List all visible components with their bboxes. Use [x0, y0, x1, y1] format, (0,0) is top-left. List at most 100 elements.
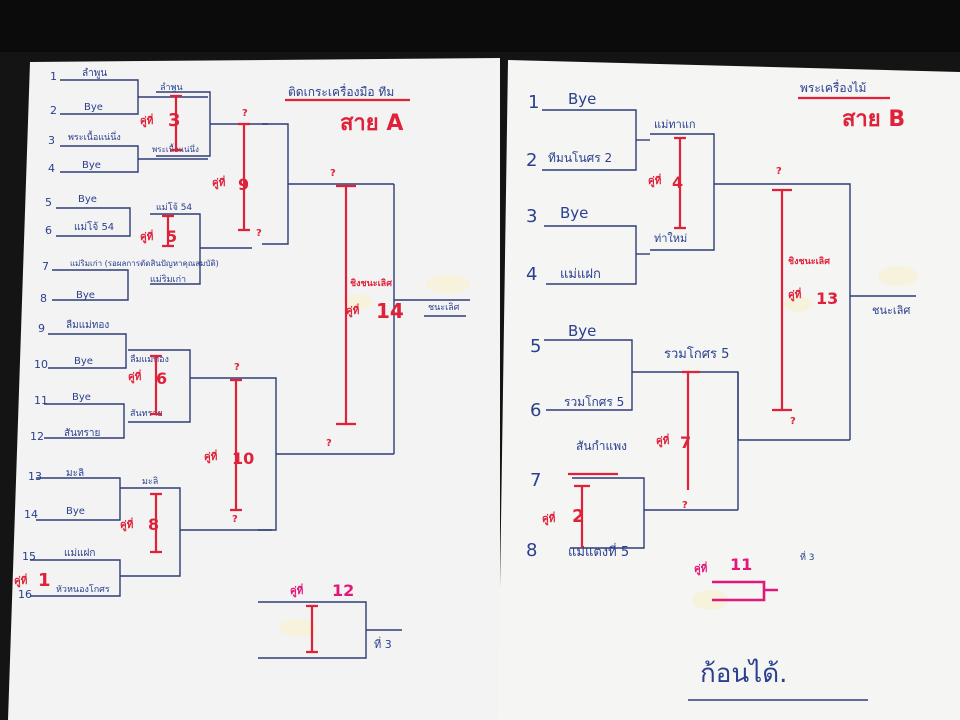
- pending-mark: ?: [776, 166, 782, 177]
- right-paper-sheet: [498, 60, 960, 720]
- match-bar: [682, 370, 700, 490]
- match-bar: [574, 484, 590, 548]
- bracket-line: [826, 183, 851, 440]
- match-bar: [674, 136, 686, 230]
- team-entry: Bye: [76, 290, 95, 301]
- tape-mark: [692, 590, 728, 610]
- match-label-prefix: คู่ที่: [694, 561, 708, 576]
- team-entry: ลืมแม่ทอง: [66, 319, 109, 331]
- match-label: คู่ที่ 2: [542, 506, 585, 527]
- team-entry: มะลิ: [66, 468, 84, 479]
- team-entry: ทีมนโนศร 2: [548, 151, 612, 165]
- seed-number: 4: [48, 162, 55, 175]
- tape-mark: [344, 294, 372, 310]
- pending-mark: ?: [330, 168, 336, 179]
- team-entry: Bye: [568, 90, 596, 108]
- match-label-prefix: คู่ที่: [542, 511, 556, 526]
- match-label-prefix: คู่ที่: [128, 369, 142, 384]
- match-bar: [712, 580, 778, 602]
- final-tag: ชิงชนะเลิศ: [788, 256, 830, 267]
- match-number: 4: [672, 173, 683, 192]
- third-place-label: ที่ 3: [800, 550, 815, 563]
- window-top: [0, 0, 960, 52]
- final-tag: ชิงชนะเลิศ: [350, 278, 392, 289]
- pending-mark: ?: [232, 514, 238, 525]
- match-label-prefix: คู่ที่: [120, 517, 134, 532]
- match-number: 6: [156, 369, 167, 388]
- bracket-a-title: สาย A: [340, 111, 403, 136]
- bracket-a-match-bars: [150, 94, 356, 654]
- seed-number: 14: [24, 508, 38, 521]
- team-entry: แม่โจ้ 54: [74, 220, 114, 233]
- round2-team: ลำพูน: [160, 82, 183, 93]
- match-bar: [238, 122, 250, 232]
- match-number: 8: [148, 515, 159, 534]
- seed-number: 1: [50, 70, 57, 83]
- match-number: 9: [238, 175, 249, 194]
- match-number: 13: [816, 289, 838, 308]
- bracket-a: ติดเกระเครื่องมือ ทีม สาย A 1 2 3 4 5 6 …: [14, 68, 470, 659]
- third-place-label: ที่ 3: [374, 636, 392, 651]
- pending-mark: ?: [234, 362, 240, 373]
- seed-number: 2: [526, 150, 537, 171]
- seed-number: 1: [528, 92, 539, 113]
- team-entry: แม่ริมเก่า (รอผลการตัดสินปัญหาคุณสมบัติ): [70, 259, 219, 268]
- pending-marks: ? ? ?: [682, 166, 796, 511]
- bracket-a-lines: [30, 79, 470, 659]
- match-bar: [772, 188, 792, 412]
- round2-team: ลืมแม่ทอง: [130, 354, 169, 365]
- match-bar: [170, 94, 182, 152]
- match-number: 5: [166, 227, 177, 246]
- seed-number: 5: [45, 196, 52, 209]
- match-label-prefix: คู่ที่: [204, 449, 218, 464]
- match-label-prefix: คู่ที่: [656, 433, 670, 448]
- match-label: คู่ที่ 12: [290, 581, 354, 600]
- round2-team: มะลิ: [142, 476, 158, 487]
- match-label: คู่ที่ 7: [656, 433, 691, 452]
- bracket-line: [544, 339, 633, 411]
- match-label-prefix: คู่ที่: [788, 287, 802, 302]
- bracket-line: [36, 477, 121, 521]
- bracket-line: [650, 133, 715, 251]
- bracket-line: [48, 333, 127, 369]
- seed-number: 10: [34, 358, 48, 371]
- bracket-line: [120, 487, 181, 577]
- bracket-b-match-bars: [568, 136, 792, 602]
- bracket-b-title: สาย B: [842, 107, 905, 132]
- match-bar: [162, 214, 174, 248]
- match-label-prefix: คู่ที่: [14, 573, 28, 588]
- match-label: คู่ที่ 14: [346, 299, 404, 323]
- bracket-b-match-labels: คู่ที่ 4 คู่ที่ 7 คู่ที่ 2 คู่ที่ 13 คู่…: [542, 173, 838, 576]
- team-entry: สันกำแพง: [576, 439, 627, 453]
- match-label-prefix: คู่ที่: [140, 113, 154, 128]
- team-entry: พระเนื้อแน่นึ่ง: [68, 130, 121, 143]
- seed-number: 5: [530, 336, 541, 357]
- match-label-prefix: คู่ที่: [648, 173, 662, 188]
- winner-label: ชนะเลิศ: [872, 304, 910, 317]
- match-number: 3: [168, 110, 181, 131]
- seed-number: 6: [45, 224, 52, 237]
- bracket-b-header: พระเครื่องไม้: [800, 79, 866, 95]
- team-entry: Bye: [568, 322, 596, 340]
- match-number: 1: [38, 570, 51, 591]
- match-label-prefix: คู่ที่: [346, 303, 360, 318]
- bracket-a-entries: ลำพูน Bye พระเนื้อแน่นึ่ง Bye Bye แม่โจ้…: [56, 68, 219, 595]
- round2-team: สันทราย: [130, 409, 163, 419]
- match-number: 10: [232, 449, 254, 468]
- match-bar: [336, 184, 356, 426]
- team-entry: แม่แฝก: [560, 267, 601, 282]
- match-bar: [230, 378, 242, 512]
- team-entry: สันทราย: [64, 428, 100, 439]
- round2-team: แม่ริมเก่า: [150, 274, 186, 285]
- pending-marks: ? ? ? ? ? ?: [232, 108, 336, 525]
- pending-mark: ?: [326, 438, 332, 449]
- team-entry: แม่แฝก: [64, 548, 95, 559]
- round2-team: รวมโกศร 5: [664, 346, 729, 362]
- bracket-a-header: ติดเกระเครื่องมือ ทีม: [288, 83, 394, 99]
- bracket-b: พระเครื่องไม้ สาย B 1 2 3 4 5 6 7 8 Bye …: [526, 79, 916, 701]
- match-label: คู่ที่ 1: [14, 570, 51, 591]
- pending-mark: ?: [256, 228, 262, 239]
- seed-number: 8: [526, 540, 537, 561]
- match-label: คู่ที่ 5: [140, 227, 177, 246]
